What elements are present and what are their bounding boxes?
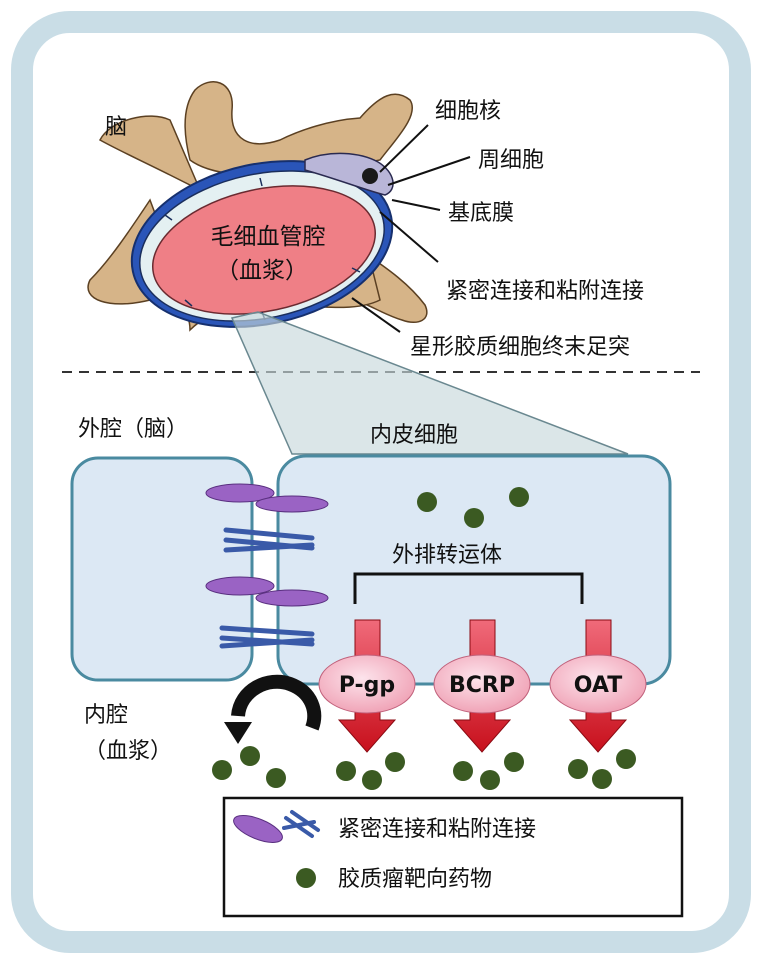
drugs-luminal bbox=[212, 746, 636, 790]
tight-junction-label: 紧密连接和粘附连接 bbox=[446, 279, 644, 304]
abluminal-label: 外腔（脑） bbox=[78, 417, 188, 442]
pericyte-label: 周细胞 bbox=[478, 148, 544, 173]
luminal-label: 内腔 bbox=[84, 703, 128, 728]
capillary-lumen bbox=[151, 185, 377, 315]
transporter-oat: OAT bbox=[549, 654, 647, 714]
legend-tight-junction-icon bbox=[282, 810, 320, 838]
legend-box bbox=[222, 796, 684, 918]
efflux-bracket bbox=[353, 572, 584, 604]
pericyte bbox=[304, 152, 394, 196]
transporter-bcrp: BCRP bbox=[433, 654, 531, 714]
efflux-transporters-label: 外排转运体 bbox=[392, 543, 502, 568]
legend-drug-icon bbox=[296, 868, 316, 888]
legend-drug-label: 胶质瘤靶向药物 bbox=[338, 867, 492, 892]
brain-label: 脑 bbox=[105, 115, 127, 140]
legend-adherens-icon bbox=[233, 815, 283, 843]
oat-label: OAT bbox=[574, 673, 622, 698]
zoom-projection bbox=[230, 311, 629, 455]
basement-membrane-label: 基底膜 bbox=[448, 201, 514, 226]
leader-lines bbox=[351, 124, 471, 333]
endothelial-cell-left bbox=[70, 456, 254, 682]
pgp-label: P-gp bbox=[339, 673, 395, 698]
bcrp-label: BCRP bbox=[449, 673, 515, 698]
tight-junctions bbox=[219, 527, 315, 649]
transporter-pgp: P-gp bbox=[318, 654, 416, 714]
drugs-intracellular bbox=[417, 487, 529, 528]
adherens-junctions bbox=[205, 483, 329, 607]
legend-junction-label: 紧密连接和粘附连接 bbox=[338, 817, 536, 842]
astrocyte-endfoot-label: 星形胶质细胞终末足突 bbox=[410, 335, 630, 360]
nucleus-label: 细胞核 bbox=[435, 99, 501, 124]
capillary-lumen-label: 毛细血管腔 bbox=[211, 224, 326, 250]
nucleus bbox=[362, 168, 378, 184]
capillary-lumen-plasma-label: （血浆） bbox=[216, 258, 308, 284]
return-arrow bbox=[224, 674, 322, 744]
luminal-plasma-label: （血浆） bbox=[84, 739, 172, 764]
endothelial-cell-label: 内皮细胞 bbox=[370, 423, 458, 448]
